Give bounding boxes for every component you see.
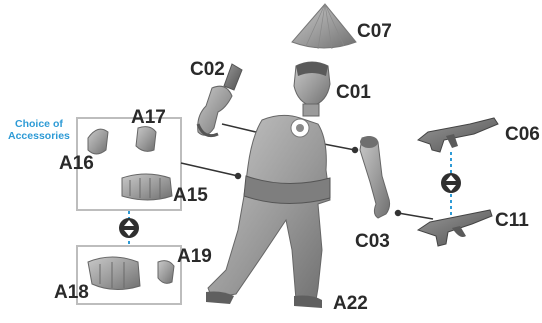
label-a19: A19 — [177, 247, 212, 266]
choice-of-accessories-note: Choice of Accessories — [8, 118, 70, 142]
label-c03: C03 — [355, 232, 390, 251]
label-c01: C01 — [336, 83, 371, 102]
swap-arrows-icon — [119, 218, 139, 238]
label-c06: C06 — [505, 125, 540, 144]
hand-a17-part — [136, 127, 156, 152]
body-part — [206, 115, 330, 308]
label-a16: A16 — [59, 154, 94, 173]
label-a17: A17 — [131, 108, 166, 127]
conical-hat-part — [292, 4, 356, 49]
label-c11: C11 — [495, 211, 529, 230]
hand-a18-part — [88, 257, 140, 290]
hand-a19-part — [158, 261, 174, 284]
note-line-2: Accessories — [8, 130, 70, 142]
rifle-c11-part — [418, 210, 492, 246]
label-a22: A22 — [333, 294, 368, 313]
swap-arrows-icon — [441, 173, 461, 193]
note-line-1: Choice of — [8, 118, 70, 130]
right-arm-part — [360, 136, 390, 218]
rifle-c06-part — [418, 118, 498, 152]
label-a18: A18 — [54, 283, 89, 302]
label-c07: C07 — [357, 22, 392, 41]
label-a15: A15 — [173, 186, 208, 205]
hand-a16-part — [88, 129, 108, 154]
head-part — [294, 62, 330, 116]
hand-a15-part — [122, 174, 172, 200]
label-c02: C02 — [190, 60, 225, 79]
